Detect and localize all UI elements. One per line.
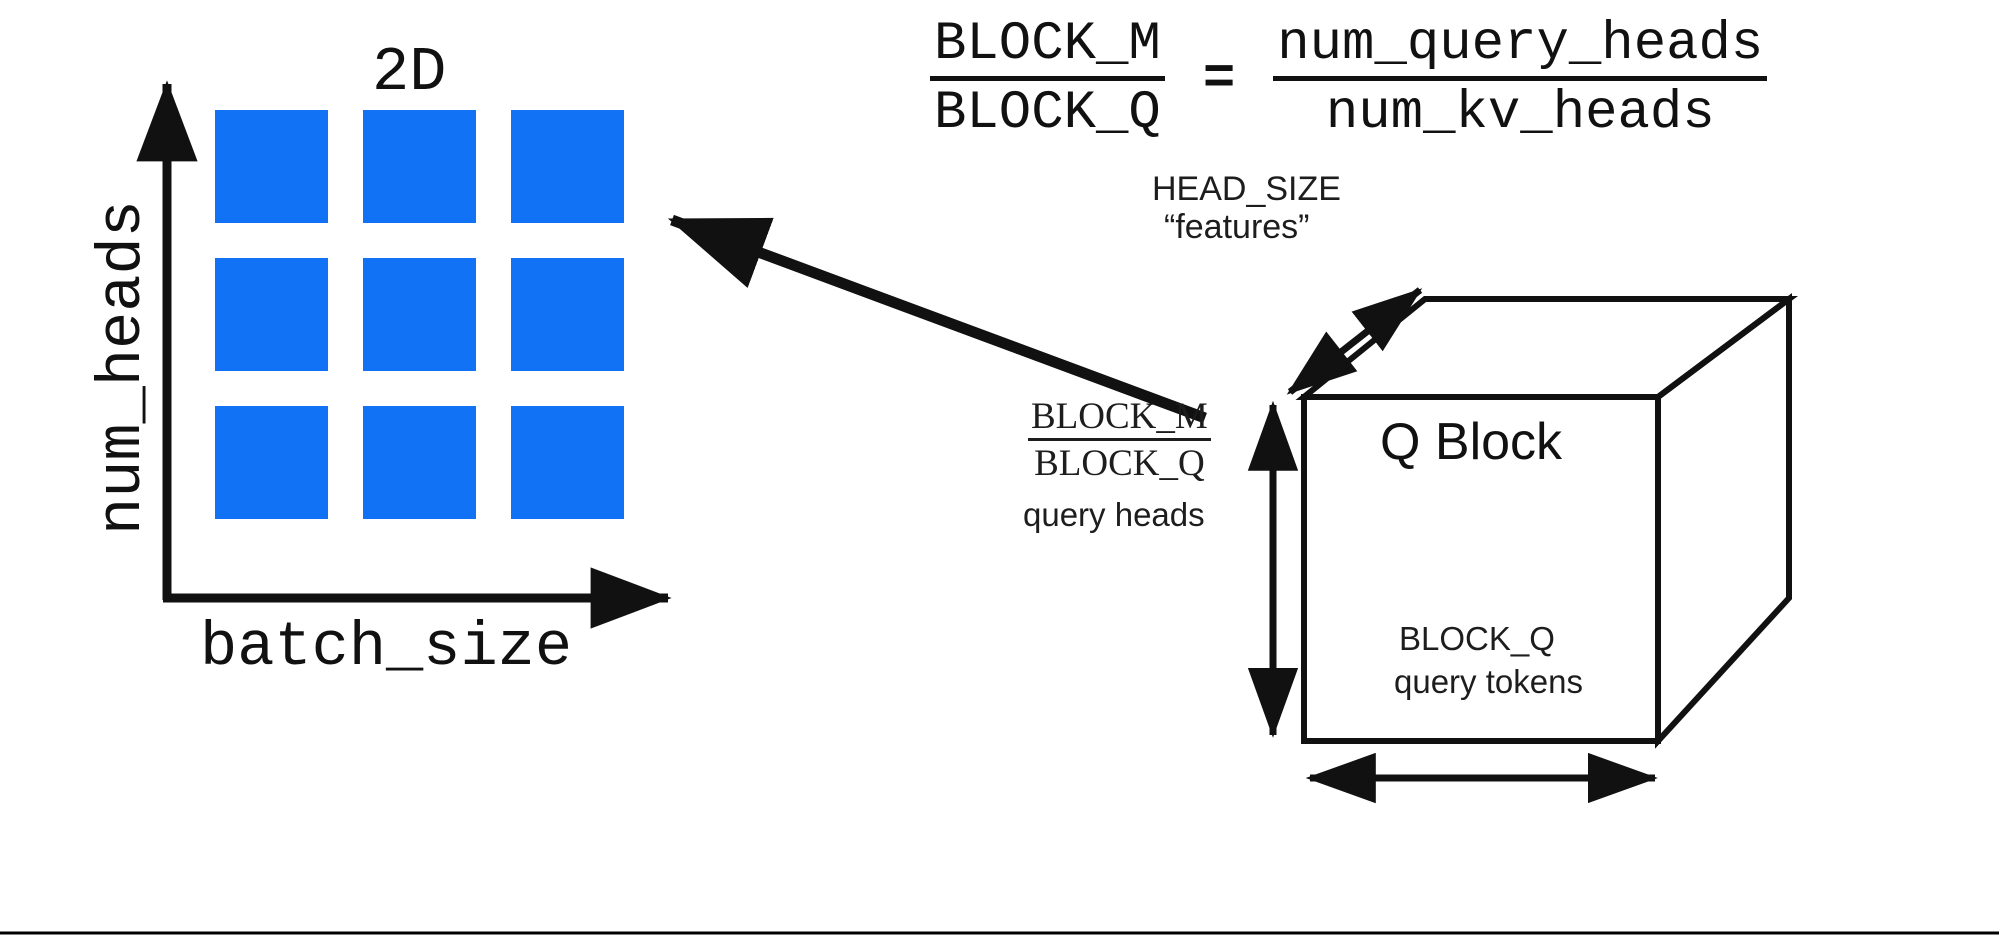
- equation-left-denominator: BLOCK_Q: [934, 83, 1161, 144]
- query-tokens-caption: query tokens: [1394, 663, 1583, 700]
- q-block-face-label: Q Block: [1380, 413, 1563, 471]
- grid-cell: [215, 258, 328, 371]
- block-height-denominator: BLOCK_Q: [1034, 443, 1205, 484]
- grid-cell: [511, 258, 624, 371]
- block-q-width-label: BLOCK_Q: [1399, 620, 1555, 657]
- x-axis-label: batch_size: [200, 612, 573, 683]
- equation-operator: =: [1202, 49, 1236, 110]
- grid-cell: [215, 110, 328, 223]
- equation-left-numerator: BLOCK_M: [934, 14, 1161, 75]
- features-label: “features”: [1164, 208, 1310, 246]
- grid-cell: [363, 406, 476, 519]
- head-size-label: HEAD_SIZE: [1152, 170, 1341, 208]
- equation-right-numerator: num_query_heads: [1277, 14, 1764, 75]
- fraction-bar: [930, 76, 1165, 81]
- callout-arrow: [667, 214, 1207, 424]
- query-heads-caption: query heads: [1023, 496, 1205, 533]
- y-axis-label: num_heads: [86, 200, 158, 535]
- equation-right-fraction: num_query_heads num_kv_heads: [1273, 14, 1768, 144]
- grid-cell: [511, 406, 624, 519]
- grid-cell: [363, 258, 476, 371]
- grid-cell: [215, 406, 328, 519]
- block-height-numerator: BLOCK_M: [1031, 396, 1208, 437]
- fraction-bar: [1028, 438, 1211, 441]
- block-ratio-equation: BLOCK_M BLOCK_Q = num_query_heads num_kv…: [930, 14, 1768, 144]
- block-height-fraction: BLOCK_M BLOCK_Q: [1028, 398, 1211, 482]
- grid-title-2d: 2D: [372, 37, 447, 108]
- equation-right-denominator: num_kv_heads: [1325, 83, 1715, 144]
- grid-cell: [511, 110, 624, 223]
- grid-cell: [363, 110, 476, 223]
- fraction-bar: [1273, 76, 1768, 81]
- equation-left-fraction: BLOCK_M BLOCK_Q: [930, 18, 1165, 141]
- head-size-dimension-arrow: [1286, 287, 1423, 395]
